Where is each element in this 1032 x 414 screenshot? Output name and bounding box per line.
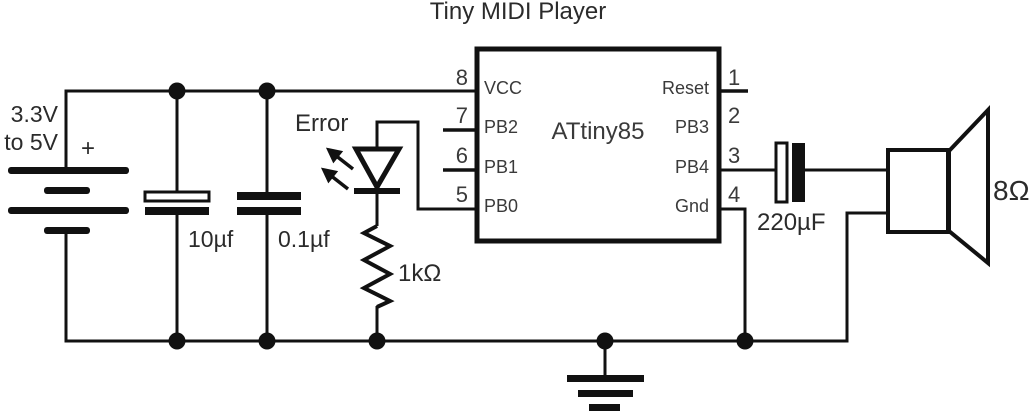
c2-plate: [237, 192, 301, 200]
arrow-shaft: [330, 175, 350, 191]
ground-symbol: [567, 375, 644, 411]
c2-value-label: 0.1µf: [278, 226, 330, 252]
junction-dot: [258, 332, 276, 350]
battery-symbol: [8, 167, 129, 234]
ic-body: ATtiny85 8 7 6 5 VCC PB2 PB1 PB0 1 2 3 4…: [456, 46, 740, 244]
pin-label-pb0: PB0: [484, 196, 518, 216]
speaker-driver: [886, 148, 950, 234]
page-title: Tiny MIDI Player: [430, 0, 606, 25]
c1-value-label: 10µf: [188, 226, 234, 252]
junction-dot: [258, 82, 276, 100]
pin-number-5: 5: [456, 182, 468, 207]
junction-dot: [368, 332, 386, 350]
c2-plate: [237, 207, 301, 215]
ic-outline: [474, 46, 722, 244]
arrow-head: [320, 167, 339, 184]
ground-bar: [589, 404, 620, 411]
junction-dots: [168, 82, 754, 350]
speaker-icon: [886, 104, 990, 268]
pin-number-4: 4: [728, 182, 740, 207]
pin-number-1: 1: [728, 65, 740, 90]
wire-led-to-pb0: [375, 120, 477, 211]
resistor-value-label: 1kΩ: [398, 260, 441, 287]
pin-number-8: 8: [456, 65, 468, 90]
junction-dot: [596, 332, 614, 350]
battery-voltage-line1: 3.3V: [11, 101, 59, 127]
battery-plate-short: [44, 227, 90, 234]
junction-dot: [168, 332, 186, 350]
speaker-cone: [947, 104, 990, 268]
led-symbol: [320, 146, 404, 194]
pin-number-2: 2: [728, 103, 740, 128]
pin-number-7: 7: [456, 103, 468, 128]
pin-label-pb2: PB2: [484, 117, 518, 137]
arrow-head: [325, 147, 344, 164]
junction-dot: [736, 332, 754, 350]
wires: [64, 89, 888, 375]
led-emission-arrows: [320, 147, 355, 191]
ground-bar: [567, 375, 644, 382]
ic-name: ATtiny85: [552, 118, 645, 145]
arrow-shaft: [335, 155, 355, 171]
battery-plate-long: [8, 167, 129, 174]
pin-label-gnd: Gnd: [675, 196, 709, 216]
capacitor-c1-symbol: [143, 190, 211, 215]
pin-label-pb3: PB3: [675, 117, 709, 137]
c3-plate-positive: [774, 141, 789, 204]
wire-vcc-rail: [64, 89, 477, 167]
led-cathode-bar: [354, 188, 400, 194]
battery-plate-short: [44, 187, 90, 194]
battery-plus-sign: +: [81, 135, 95, 162]
battery-plate-long: [8, 207, 129, 214]
pin-label-vcc: VCC: [484, 78, 522, 98]
resistor-symbol: [359, 224, 395, 309]
pin-number-6: 6: [456, 143, 468, 168]
led-triangle: [351, 146, 404, 193]
c1-plate-negative: [145, 207, 209, 215]
pin-label-pb1: PB1: [484, 157, 518, 177]
speaker-impedance-label: 8Ω: [993, 175, 1030, 206]
pin-number-3: 3: [728, 143, 740, 168]
battery-voltage-line2: to 5V: [4, 129, 58, 155]
ground-bar: [578, 390, 633, 397]
pin-label-pb4: PB4: [675, 157, 709, 177]
c1-plate-positive: [143, 190, 211, 203]
led-error-label: Error: [295, 110, 348, 137]
c3-plate-negative: [792, 143, 805, 202]
pin-label-reset: Reset: [662, 78, 709, 98]
capacitor-c2-symbol: [237, 192, 301, 215]
junction-dot: [168, 82, 186, 100]
capacitor-c3-symbol: [774, 141, 805, 204]
wire-gndpin-to-rail: [719, 207, 747, 341]
wire-gnd-rail: [64, 211, 888, 343]
c3-value-label: 220µF: [757, 209, 826, 236]
